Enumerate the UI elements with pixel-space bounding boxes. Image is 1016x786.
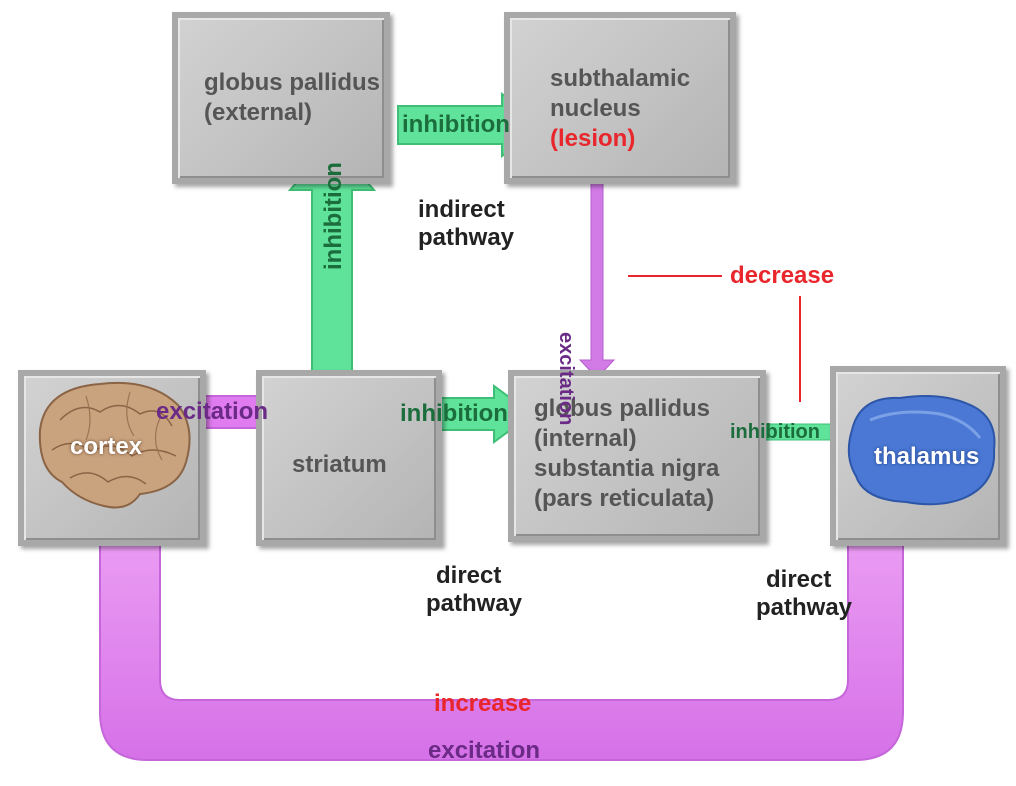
striatum-box bbox=[256, 370, 442, 546]
snr-line2: (pars reticulata) bbox=[534, 485, 715, 512]
gp-internal-label: globus pallidus (internal) substantia ni… bbox=[534, 394, 719, 514]
gp-external-line1: globus pallidus bbox=[204, 69, 381, 96]
gpi-to-thalamus-label: inhibition bbox=[730, 421, 820, 443]
indirect-pathway-label: indirect pathway bbox=[418, 196, 514, 252]
direct1-line2: pathway bbox=[426, 590, 523, 617]
indirect-line2: pathway bbox=[418, 224, 515, 251]
striatum-to-gpi-label: inhibition bbox=[400, 400, 508, 427]
cortex-label: cortex bbox=[70, 433, 143, 460]
gp-internal-box bbox=[508, 370, 766, 542]
thalamus-to-cortex-label: excitation bbox=[428, 737, 541, 764]
stn-line2: nucleus bbox=[550, 95, 641, 122]
direct1-line1: direct bbox=[436, 562, 502, 589]
subthalamic-nucleus-box bbox=[504, 12, 736, 184]
thalamus-label: thalamus bbox=[874, 443, 980, 470]
stn-line1: subthalamic bbox=[550, 65, 691, 92]
gp-internal-line2: (internal) bbox=[534, 425, 637, 452]
striatum-to-gpe-label: inhibition bbox=[320, 162, 347, 270]
direct2-line1: direct bbox=[766, 566, 832, 593]
stn-to-gpi-label: excitation bbox=[555, 332, 577, 426]
direct2-line2: pathway bbox=[756, 594, 853, 621]
direct-pathway-label-1: direct pathway bbox=[426, 562, 522, 618]
increase-label: increase bbox=[434, 690, 532, 717]
gp-external-line2: (external) bbox=[204, 99, 313, 126]
decrease-label: decrease bbox=[730, 262, 835, 289]
indirect-line1: indirect bbox=[418, 196, 505, 223]
cortex-to-striatum-label: excitation bbox=[156, 398, 269, 425]
stn-to-gpi-arrow bbox=[578, 164, 616, 379]
gp-internal-line1: globus pallidus bbox=[534, 395, 711, 422]
gp-external-label: globus pallidus (external) bbox=[204, 68, 380, 128]
snr-line1: substantia nigra bbox=[534, 455, 720, 482]
stn-lesion-label: (lesion) bbox=[550, 125, 636, 152]
direct-pathway-label-2: direct pathway bbox=[756, 566, 852, 622]
gp-external-box bbox=[172, 12, 390, 184]
stn-label: subthalamic nucleus (lesion) bbox=[550, 64, 690, 154]
striatum-label: striatum bbox=[292, 451, 387, 478]
gpe-to-stn-label: inhibition bbox=[402, 111, 510, 138]
